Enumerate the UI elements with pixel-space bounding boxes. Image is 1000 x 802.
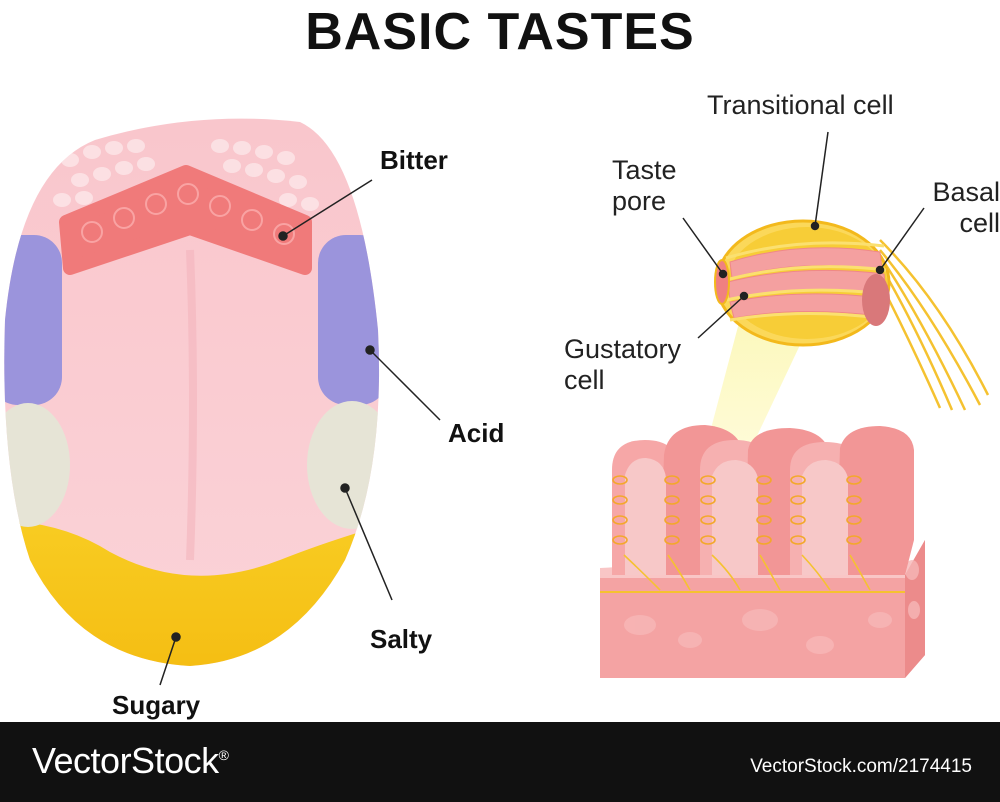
transitional-cell-label: Transitional cell [707, 90, 894, 120]
registered-mark: ® [218, 747, 229, 763]
taste-pore-label: Taste pore [612, 155, 677, 216]
basal-cell [862, 274, 890, 326]
bitter-label: Bitter [380, 145, 448, 175]
watermark-logo-text: VectorStock [32, 740, 219, 781]
watermark-logo: VectorStock® [32, 740, 229, 782]
gustatory-cells [727, 247, 887, 319]
nerve-fibers [623, 554, 871, 591]
taste-bud-enlarged [714, 219, 990, 411]
tongue-groove [186, 249, 197, 561]
papillae [612, 425, 914, 575]
acid-region-left [4, 235, 62, 405]
page-title: BASIC TASTES [305, 3, 695, 61]
bitter-region [59, 165, 312, 275]
basal-cell-label: Basal cell [932, 177, 1000, 238]
taste-diagram [4, 118, 990, 686]
papillae-texture [53, 139, 319, 211]
acid-label: Acid [448, 418, 505, 448]
taste-bud-leader-lines [682, 131, 925, 339]
salty-label: Salty [370, 624, 433, 654]
sugary-label: Sugary [112, 690, 201, 720]
gustatory-cell-label: Gustatory cell [564, 334, 682, 395]
watermark-id: VectorStock.com/2174415 [750, 756, 972, 777]
embedded-taste-buds [612, 475, 862, 545]
salty-region-right [307, 401, 380, 529]
acid-region-right [318, 235, 380, 405]
bitter-papillae [81, 183, 295, 245]
watermark-bar: VectorStock® VectorStock.com/2174415 [0, 722, 1000, 802]
tongue-leader-lines [159, 179, 441, 686]
tongue [4, 118, 380, 667]
nerve-tails [879, 239, 990, 411]
